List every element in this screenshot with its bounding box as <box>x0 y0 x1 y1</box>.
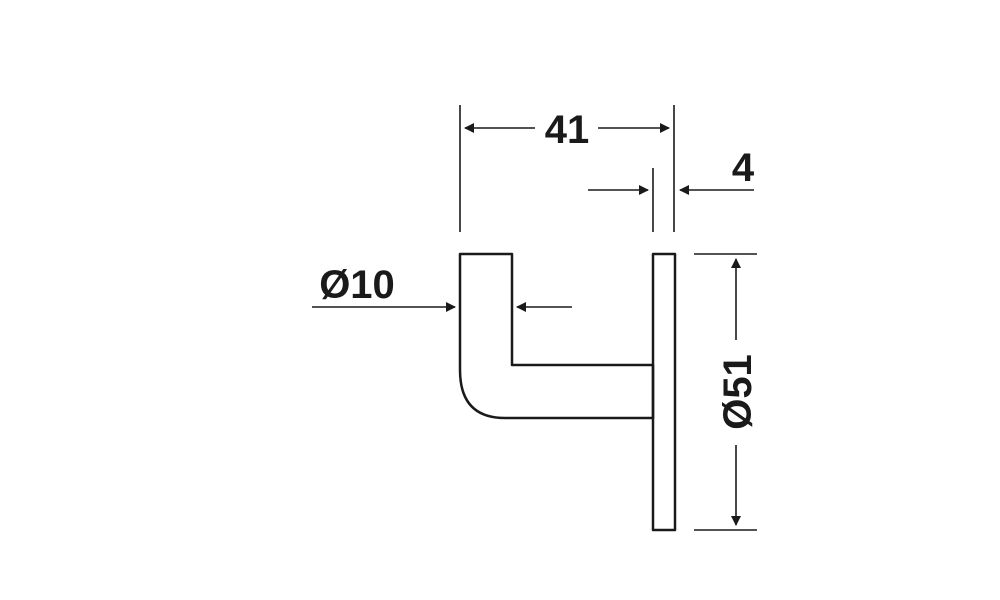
hook-outline <box>458 252 677 532</box>
plate-diameter-label: Ø51 <box>716 354 760 430</box>
bent-rod <box>458 252 655 420</box>
dimension-width-41 <box>459 105 675 232</box>
dimension-plate-diameter <box>694 253 757 531</box>
width-label: 41 <box>545 108 590 152</box>
thickness-label: 4 <box>732 146 755 190</box>
wall-plate <box>651 252 677 532</box>
dimension-thickness-4 <box>588 168 754 232</box>
rod-diameter-label: Ø10 <box>319 263 395 307</box>
